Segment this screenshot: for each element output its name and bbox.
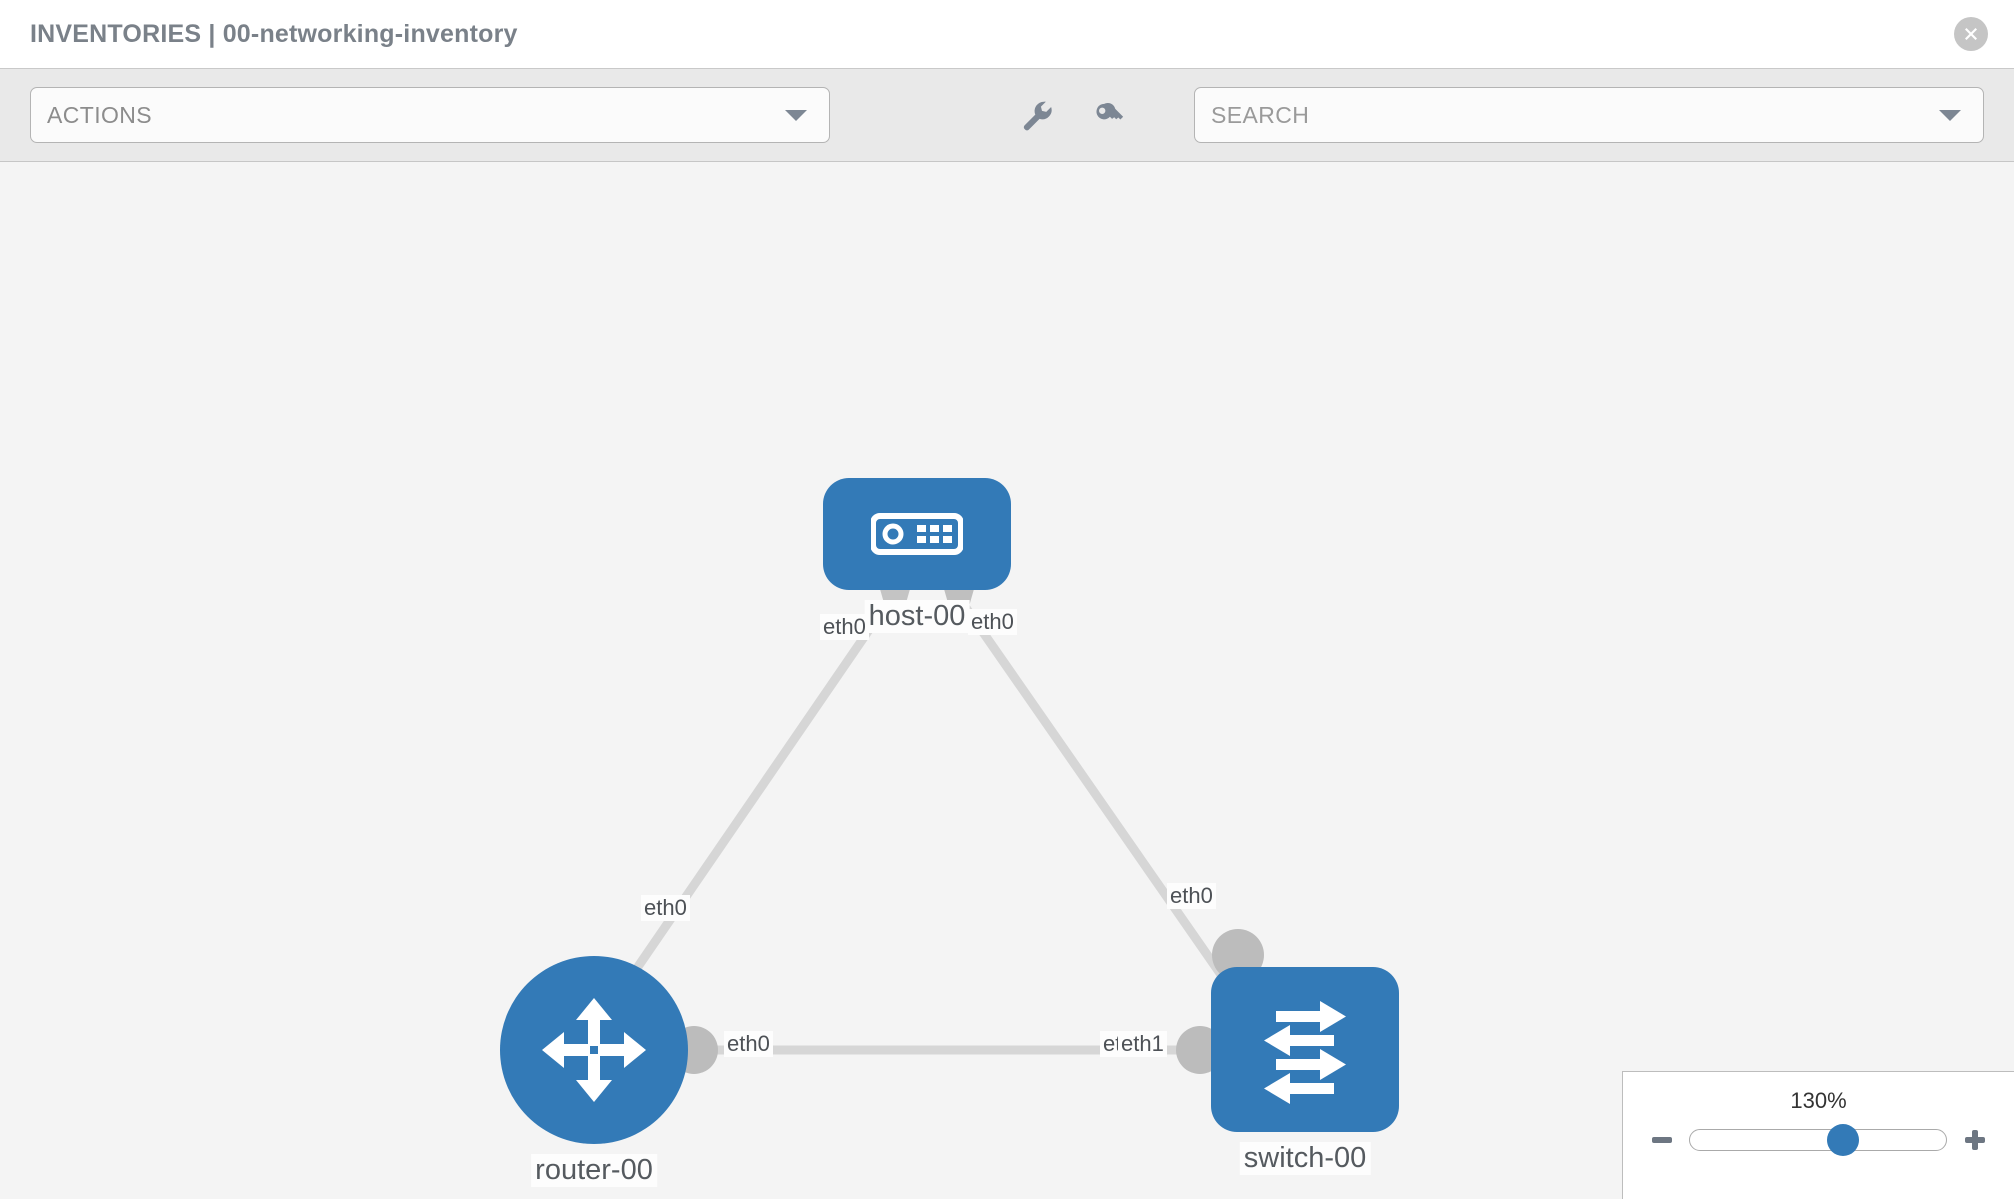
node-router-00[interactable]: router-00	[500, 956, 688, 1187]
node-switch-00-label: switch-00	[1239, 1142, 1371, 1175]
zoom-out-button[interactable]	[1649, 1127, 1675, 1153]
zoom-slider-handle[interactable]	[1827, 1124, 1860, 1156]
edge-host-router[interactable]	[596, 589, 899, 1025]
node-router-00-shape[interactable]	[500, 956, 688, 1144]
edge-label-host-left: eth0	[820, 614, 869, 640]
topology-edges	[596, 589, 1244, 1055]
zoom-slider[interactable]	[1688, 1124, 1947, 1156]
toolbar-icon-group	[1020, 98, 1126, 132]
chevron-down-icon	[785, 109, 807, 121]
zoom-in-button[interactable]	[1961, 1126, 1989, 1154]
chevron-down-icon	[1939, 109, 1961, 121]
topology-graph	[596, 582, 1264, 1074]
edge-label-router-right: eth0	[724, 1031, 773, 1057]
router-icon	[542, 998, 646, 1102]
actions-dropdown-label: ACTIONS	[47, 101, 153, 128]
minus-icon	[1651, 1137, 1672, 1143]
node-router-00-label: router-00	[531, 1154, 657, 1187]
page-header: INVENTORIES | 00-networking-inventory	[0, 0, 2014, 68]
edge-label-host-right: eth0	[968, 609, 1017, 635]
page-title: INVENTORIES | 00-networking-inventory	[30, 19, 518, 48]
topology-canvas[interactable]: host-00 router-00	[0, 162, 2014, 1199]
close-button[interactable]	[1954, 17, 1988, 51]
actions-dropdown[interactable]: ACTIONS	[30, 87, 830, 143]
plus-icon	[1964, 1130, 1985, 1150]
edge-label-switch-up: eth0	[1167, 883, 1216, 909]
search-input[interactable]: SEARCH	[1194, 87, 1984, 143]
toolbar: ACTIONS SEARCH	[0, 68, 2014, 162]
search-placeholder: SEARCH	[1211, 101, 1310, 128]
node-host-00-label: host-00	[864, 600, 970, 633]
key-icon[interactable]	[1092, 98, 1126, 132]
edge-label-switch-left: eth1	[1118, 1031, 1167, 1057]
zoom-control-panel: 130%	[1622, 1071, 2014, 1199]
switch-icon	[1264, 1000, 1346, 1104]
zoom-slider-row	[1623, 1124, 2014, 1156]
node-host-00-shape[interactable]	[823, 478, 1011, 590]
server-icon	[871, 513, 963, 555]
edge-label-router-up: eth0	[641, 895, 690, 921]
edge-host-switch[interactable]	[951, 589, 1244, 1005]
node-switch-00[interactable]: switch-00	[1211, 967, 1399, 1175]
close-icon	[1965, 28, 1977, 40]
zoom-level-value: 130%	[1790, 1088, 1847, 1113]
topology-connectors	[670, 582, 1264, 1074]
node-host-00[interactable]: host-00	[823, 478, 1011, 633]
wrench-icon[interactable]	[1020, 98, 1054, 132]
node-switch-00-shape[interactable]	[1211, 967, 1399, 1132]
